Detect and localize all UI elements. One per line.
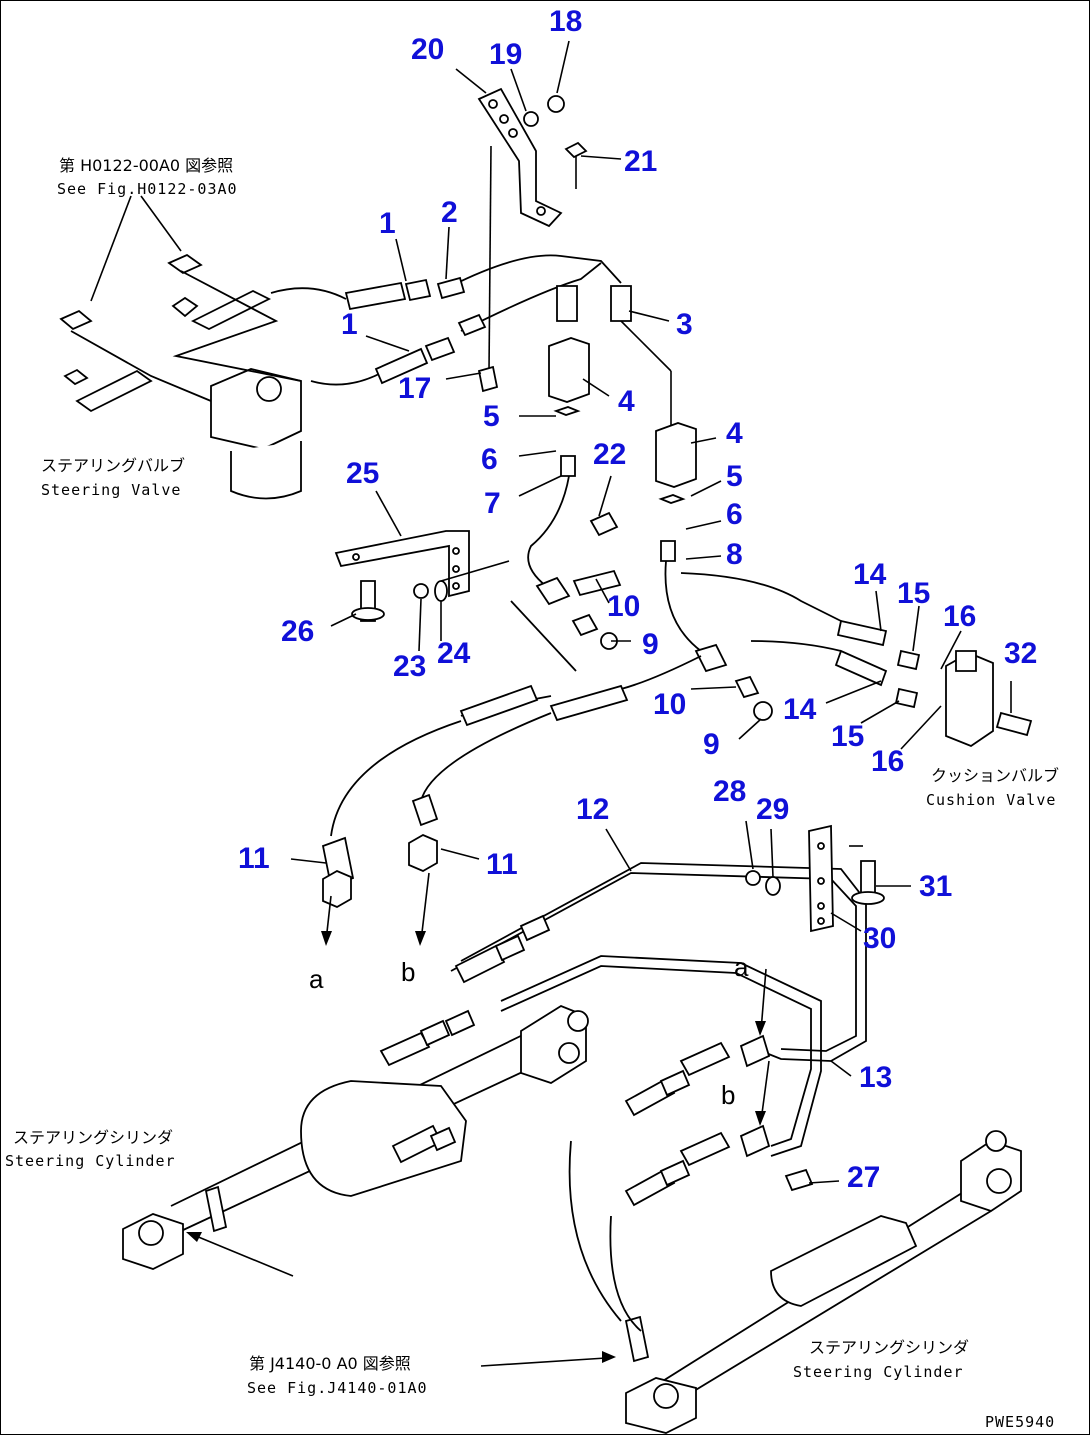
steering-cylinder-left [122, 1004, 589, 1270]
steering-valve-en: Steering Valve [41, 481, 181, 499]
center-hoses [527, 475, 921, 721]
letter-b: b [401, 957, 415, 987]
steering-cylinder-left-en: Steering Cylinder [5, 1152, 176, 1170]
callout-3: 3 [676, 308, 693, 341]
callout-19: 19 [489, 38, 522, 71]
callout-16: 16 [871, 745, 904, 778]
callout-30: 30 [863, 922, 896, 955]
cushion-valve [945, 650, 1033, 748]
callout-11: 11 [238, 842, 270, 875]
callout-2: 2 [441, 196, 458, 229]
hoses-11 [321, 560, 702, 909]
callout-17: 17 [398, 372, 431, 405]
callout-16: 16 [943, 600, 976, 633]
callout-31: 31 [919, 870, 952, 903]
callout-1: 1 [341, 308, 358, 341]
callout-9: 9 [642, 628, 659, 661]
ref1-jp: 第 H0122-00A0 図参照 [59, 156, 233, 175]
callout-13: 13 [859, 1061, 892, 1094]
callout-12: 12 [576, 793, 609, 826]
letter-a: a [734, 952, 749, 982]
callout-4: 4 [726, 417, 743, 450]
callout-8: 8 [726, 538, 743, 571]
letter-a: a [309, 964, 324, 994]
leader-lines [290, 40, 1012, 1184]
callout-6: 6 [481, 443, 498, 476]
callout-5: 5 [483, 400, 500, 433]
reference-arrows [186, 1232, 616, 1367]
callout-20: 20 [411, 33, 444, 66]
callout-28: 28 [713, 775, 746, 808]
callout-11: 11 [486, 848, 518, 881]
connection-letters: a b a b [309, 952, 749, 1110]
callout-29: 29 [756, 793, 789, 826]
callout-15: 15 [897, 577, 930, 610]
callout-27: 27 [847, 1161, 880, 1194]
top-bracket [477, 87, 588, 372]
steering-cylinder-right [568, 1130, 1022, 1434]
callout-5: 5 [726, 460, 743, 493]
callout-32: 32 [1004, 637, 1037, 670]
callout-18: 18 [549, 5, 582, 38]
steering-cylinder-left-jp: ステアリングシリンダ [13, 1128, 173, 1147]
hose-1-2 [270, 254, 622, 393]
ref2-en: See Fig.J4140-01A0 [247, 1379, 428, 1397]
ref1-en: See Fig.H0122-03A0 [57, 180, 238, 198]
callout-10: 10 [653, 688, 686, 721]
callout-4: 4 [618, 385, 635, 418]
cushion-valve-jp: クッションバルブ [931, 766, 1059, 785]
callout-25: 25 [346, 457, 379, 490]
callout-10: 10 [607, 590, 640, 623]
ref2-jp: 第 J4140-0 A0 図参照 [249, 1354, 411, 1373]
callout-14: 14 [783, 693, 817, 726]
callout-6: 6 [726, 498, 743, 531]
callout-22: 22 [593, 438, 626, 471]
steering-cylinder-right-jp: ステアリングシリンダ [809, 1338, 969, 1357]
steering-valve-jp: ステアリングバルブ [41, 456, 185, 475]
fittings-3-4-5-6 [548, 285, 697, 562]
cushion-valve-en: Cushion Valve [926, 791, 1056, 809]
callout-26: 26 [281, 615, 314, 648]
drawing-code: PWE5940 [985, 1413, 1055, 1431]
callout-numbers: 18 19 20 21 1 2 1 3 17 4 5 4 6 22 5 25 7… [238, 5, 1037, 1194]
callout-7: 7 [484, 487, 501, 520]
steering-cylinder-right-en: Steering Cylinder [793, 1363, 964, 1381]
bracket-30 [745, 824, 885, 933]
callout-24: 24 [437, 637, 471, 670]
text-labels: 第 H0122-00A0 図参照 See Fig.H0122-03A0 ステアリ… [5, 156, 1059, 1431]
callout-21: 21 [624, 145, 657, 178]
callout-1: 1 [379, 207, 396, 240]
steering-valve-assembly [59, 195, 302, 500]
callout-15: 15 [831, 720, 864, 753]
tubes-12-13 [379, 862, 867, 1207]
callout-23: 23 [393, 650, 426, 683]
connection-arrows [321, 872, 770, 1126]
callout-9: 9 [703, 728, 720, 761]
bracket-25 [334, 530, 470, 622]
letter-b: b [721, 1080, 735, 1110]
callout-14: 14 [853, 558, 887, 591]
